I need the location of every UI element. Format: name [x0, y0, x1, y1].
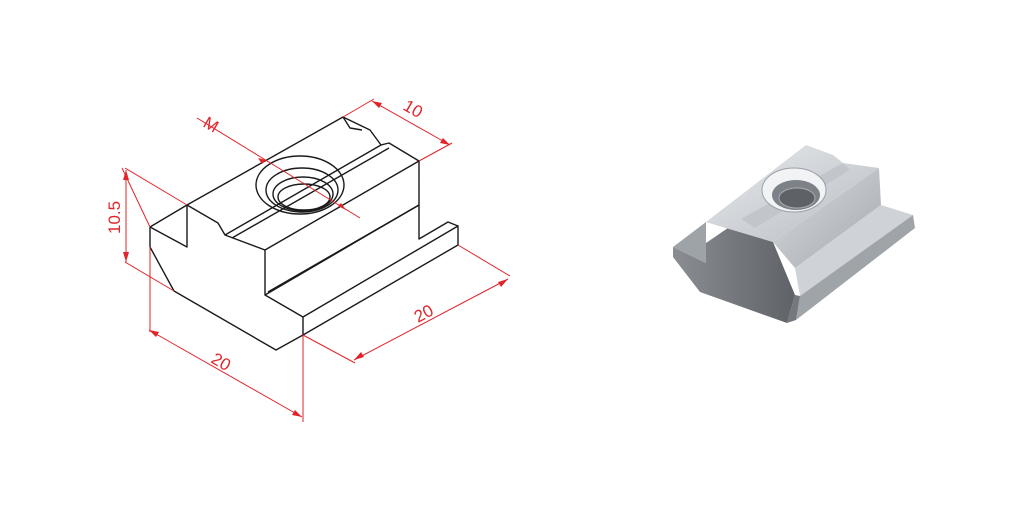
dim-thread-label: M	[200, 113, 222, 137]
dim-width-label: 10	[400, 96, 426, 122]
rendered-t-nut-photo	[673, 145, 915, 323]
dim-base-width-label: 20	[411, 301, 437, 327]
dim-height-label: 10.5	[105, 201, 124, 234]
dim-length-label: 20	[208, 349, 234, 375]
dimension-lines: M 10 10.5 20 20	[105, 96, 511, 422]
line-drawing	[149, 116, 459, 351]
